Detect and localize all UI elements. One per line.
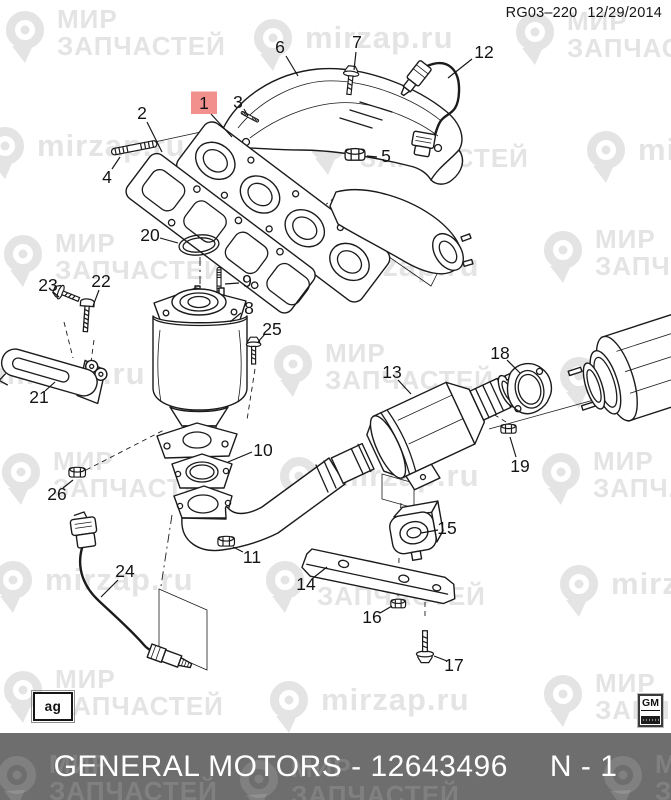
callout-leader-24: [100, 579, 119, 598]
part-nut-5: [344, 147, 366, 161]
callout-leader-11: [232, 546, 244, 553]
callout-23[interactable]: 23: [38, 275, 57, 295]
part-oxygen-sensor-upper: [400, 60, 461, 158]
callout-4[interactable]: 4: [102, 167, 112, 187]
callout-2[interactable]: 2: [137, 103, 147, 123]
ag-badge: ag: [31, 690, 75, 723]
callout-leader-14: [312, 566, 328, 579]
part-seal-ring: [178, 234, 220, 256]
callout-7[interactable]: 7: [352, 32, 362, 52]
callout-leader-21: [44, 381, 56, 392]
callout-22[interactable]: 22: [91, 271, 110, 291]
callout-leader-4: [111, 156, 121, 170]
part-nut-19: [500, 423, 517, 434]
callout-13[interactable]: 13: [382, 362, 401, 382]
callout-16[interactable]: 16: [362, 607, 381, 627]
callout-leader-10: [227, 451, 253, 463]
callout-17[interactable]: 17: [444, 655, 463, 675]
callout-12[interactable]: 12: [474, 42, 493, 62]
callout-5[interactable]: 5: [381, 146, 391, 166]
callout-26[interactable]: 26: [47, 484, 66, 504]
callout-leader-25: [257, 333, 266, 343]
part-gasket-18: [506, 362, 553, 415]
footer-bar: GENERAL MOTORS - 12643496 N - 1: [0, 733, 671, 800]
header: RG03–220 12/29/2014: [496, 5, 662, 21]
callout-10[interactable]: 10: [253, 440, 273, 460]
gm-logo: GM: [637, 693, 664, 728]
part-front-pipe-converter: [330, 370, 530, 491]
callout-leader-22: [92, 289, 100, 307]
callout-9[interactable]: 9: [242, 271, 252, 291]
part-stud-4: [110, 139, 158, 156]
part-bracket-21: [0, 348, 108, 405]
callout-leader-26: [62, 479, 74, 489]
highlighted-callout-box[interactable]: [191, 91, 217, 115]
footer-title: GENERAL MOTORS - 12643496: [53, 749, 508, 783]
callout-20[interactable]: 20: [140, 225, 160, 245]
callout-leader-6: [285, 55, 299, 77]
part-nut-26: [68, 466, 87, 478]
callout-11[interactable]: 11: [243, 547, 261, 567]
callout-leader-2: [146, 121, 163, 153]
callout-25[interactable]: 25: [262, 319, 281, 339]
callout-leader-18: [506, 359, 521, 374]
callout-leader-13: [397, 379, 412, 395]
callout-leader-5: [366, 155, 378, 158]
gm-logo-text: GM: [641, 697, 660, 711]
callout-leader-9: [224, 282, 240, 285]
doc-date: 12/29/2014: [587, 5, 662, 21]
callout-6[interactable]: 6: [275, 37, 285, 57]
part-hanger-bracket: [301, 548, 456, 605]
callout-3[interactable]: 3: [233, 92, 243, 112]
callout-18[interactable]: 18: [490, 343, 509, 363]
part-oxygen-sensor-lower: [69, 511, 193, 669]
callout-leader-23: [52, 291, 60, 298]
callout-15[interactable]: 15: [437, 518, 456, 538]
callout-leader-7: [353, 51, 357, 71]
doc-code: RG03–220: [505, 5, 578, 21]
callout-leader-19: [509, 436, 517, 458]
part-insulator: [389, 500, 444, 562]
callout-14[interactable]: 14: [296, 574, 316, 594]
callout-leader-1: [210, 113, 233, 138]
part-nut-16: [390, 598, 407, 609]
callout-leader-3: [243, 108, 249, 117]
callout-1[interactable]: 1: [199, 93, 209, 113]
part-nut-11: [217, 535, 236, 547]
part-exhaust-manifold: [175, 121, 474, 303]
part-bolt-17: [415, 630, 435, 664]
callout-8[interactable]: 8: [244, 298, 254, 318]
part-catalytic-converter: [152, 285, 248, 459]
part-muffler: [567, 290, 671, 422]
callout-leader-17: [433, 655, 448, 662]
callout-leader-20: [159, 237, 179, 244]
callout-leader-15: [420, 529, 439, 534]
exhaust-parts-diagram: 1234567891011121314151617181920212223242…: [0, 32, 671, 675]
gm-logo-strip: [641, 716, 660, 724]
part-gasket-10: [171, 453, 233, 489]
part-screw-22: [77, 297, 96, 333]
footer-page: N - 1: [549, 749, 618, 783]
callout-19[interactable]: 19: [510, 456, 529, 476]
callout-leader-8: [229, 312, 242, 323]
callout-24[interactable]: 24: [115, 561, 135, 581]
ag-badge-label: ag: [44, 699, 62, 714]
callout-leader-16: [379, 605, 393, 614]
callout-21[interactable]: 21: [29, 387, 48, 407]
callout-leader-12: [447, 58, 473, 79]
